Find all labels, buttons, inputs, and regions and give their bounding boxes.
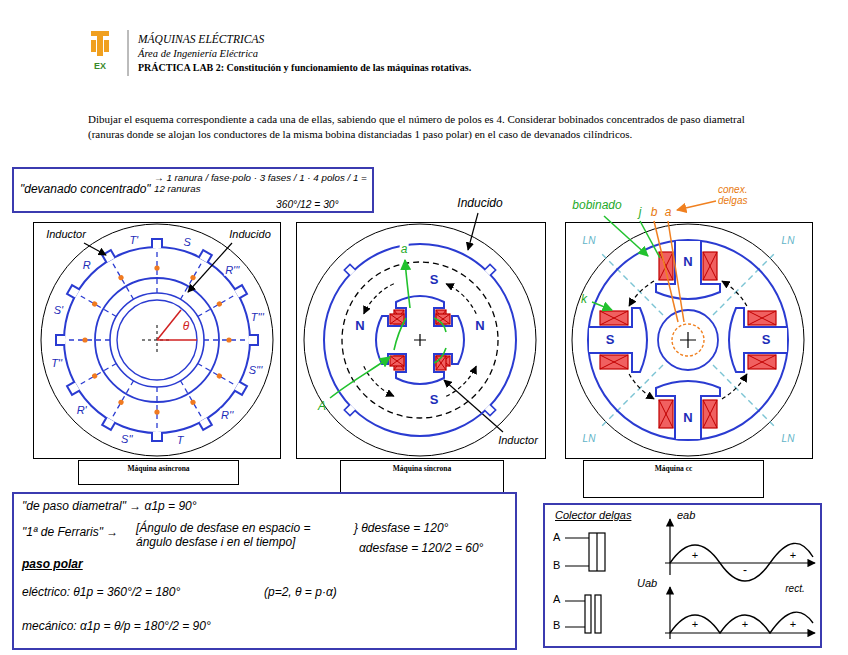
terminal-label: k — [581, 293, 587, 307]
box-text: B — [553, 619, 560, 632]
phase-label: R — [82, 258, 92, 271]
terminal-label: j — [639, 206, 642, 220]
dc-leads — [592, 201, 716, 322]
pole-label: S — [429, 273, 440, 288]
terminal-label: a — [400, 243, 409, 257]
box-text: + — [790, 549, 796, 562]
box-text: A — [553, 593, 560, 606]
pole-label: S — [429, 393, 440, 408]
formula-box: "devanado concentrado"→ 1 ranura / fase·… — [12, 167, 374, 213]
logo-text: EX — [94, 61, 106, 71]
box-text: "1ª de Ferraris" → — [22, 526, 118, 540]
dc-machine — [572, 224, 804, 456]
commutator-label: conex. delgas — [718, 184, 764, 206]
box-text: → 1 ranura / fase·polo · 3 fases / 1 · 4… — [154, 172, 369, 194]
box-text: 360°/12 = 30° — [276, 199, 339, 211]
phase-label: T'' — [50, 357, 63, 370]
terminal-label: a — [665, 206, 672, 220]
phase-label: S''' — [248, 364, 264, 377]
box-text: Máquina síncrona — [341, 465, 503, 474]
terminal-label: A — [318, 400, 326, 414]
box-text: mecánico: α1p = θ/p = 180°/2 = 90° — [22, 620, 211, 634]
caption-box: Máquina cc — [583, 460, 764, 498]
box-text: + — [742, 618, 748, 631]
phase-label: T' — [128, 233, 139, 246]
header-subtitle: Área de Ingeniería Eléctrica — [138, 48, 258, 60]
box-text: Máquina asíncrona — [79, 465, 238, 474]
box-text: Colector delgas — [555, 509, 631, 522]
pole-label: S — [605, 333, 616, 348]
pole-label: N — [354, 319, 365, 334]
phase-label: R'' — [220, 409, 234, 422]
header-title: MÁQUINAS ELÉCTRICAS — [138, 33, 264, 46]
commutator-graph — [545, 505, 820, 646]
box-text: αdesfase = 120/2 = 60° — [359, 542, 483, 556]
angle-label: θ — [183, 320, 190, 334]
synchronous-machine — [304, 224, 536, 456]
rotor-winding — [330, 260, 446, 398]
box-text: } θdesfase = 120° — [354, 522, 448, 536]
winding-label: bobinado — [572, 199, 621, 213]
box-text: eab — [677, 509, 695, 522]
phase-label: R' — [76, 404, 88, 417]
pole-label: N — [682, 411, 693, 426]
box-text: + — [692, 618, 698, 631]
phase-label: S — [182, 235, 191, 248]
instructions: Dibujar el esquema correspondiente a cad… — [88, 112, 748, 142]
panel-frames — [34, 223, 813, 459]
box-text: A — [553, 531, 560, 544]
box-text: rect. — [785, 583, 804, 595]
phase-label: T — [176, 434, 185, 447]
pole-label: N — [474, 319, 485, 334]
caption-box: Máquina asíncrona — [78, 460, 239, 485]
asynchronous-machine — [41, 224, 273, 456]
box-text: [Ángulo de desfase en espacio = ángulo d… — [136, 522, 348, 550]
pole-label: S — [761, 333, 772, 348]
header-practice: PRÁCTICA LAB 2: Constitución y funcionam… — [138, 62, 471, 74]
neutral-line-label: LN — [583, 433, 596, 445]
box-text: + — [790, 618, 796, 631]
box-text: B — [553, 559, 560, 572]
box-text: + — [692, 549, 698, 562]
terminal-label: b — [651, 206, 658, 220]
box-text: paso polar — [22, 558, 83, 572]
box-text: "devanado concentrado" — [20, 183, 151, 197]
box-text: Uab — [637, 577, 657, 590]
box-text: (p=2, θ = p·α) — [264, 586, 337, 600]
neutral-line-label: LN — [782, 235, 795, 247]
pole-label: N — [682, 255, 693, 270]
phase-label: T''' — [250, 310, 265, 323]
part-label: Inductor — [498, 434, 538, 447]
phase-label: S' — [53, 304, 64, 317]
commutator-box: Colector delgasABABeabUabrect.+-++++ — [543, 503, 822, 648]
phase-label: R''' — [224, 263, 240, 276]
box-text: - — [743, 564, 747, 578]
neutral-line-label: LN — [583, 235, 596, 247]
notes-box: "de paso diametral" → α1p = 90° "1ª de Fe… — [12, 492, 517, 650]
part-label: Inducido — [457, 197, 502, 211]
box-text: "de paso diametral" → α1p = 90° — [22, 500, 197, 514]
neutral-line-label: LN — [782, 433, 795, 445]
part-label: Inducido — [229, 228, 271, 241]
box-text: eléctrico: θ1p = 360°/2 = 180° — [22, 586, 180, 600]
logo-icon — [91, 30, 128, 76]
phase-label: S'' — [120, 432, 134, 445]
box-text: Máquina cc — [584, 465, 763, 474]
part-label: Inductor — [46, 228, 86, 241]
